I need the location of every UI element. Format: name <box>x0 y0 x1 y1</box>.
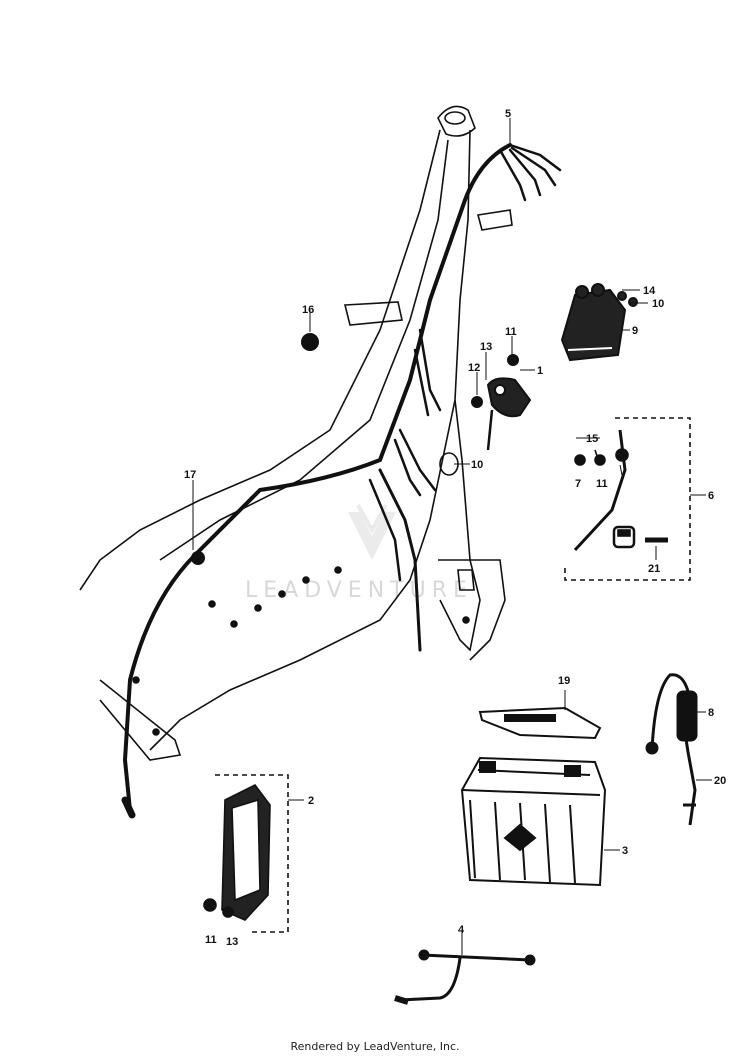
callout-5: 5 <box>505 108 511 120</box>
callout-9: 9 <box>632 325 638 337</box>
callout-11: 11 <box>205 934 217 946</box>
callout-10: 10 <box>471 459 483 471</box>
watermark-text: LEADVENTURE <box>245 578 473 603</box>
callout-19: 19 <box>558 675 570 687</box>
callout-6: 6 <box>708 490 714 502</box>
wiring-harness <box>121 143 562 819</box>
callout-20: 20 <box>714 775 726 787</box>
callout-13: 13 <box>480 341 492 353</box>
callout-11: 11 <box>596 478 608 490</box>
flasher-relay-part <box>560 283 638 362</box>
callout-12: 12 <box>468 362 480 374</box>
part-6-assembly <box>564 417 691 581</box>
starter-relay-part <box>471 354 532 451</box>
callout-14: 14 <box>643 285 656 297</box>
leader-lines <box>192 118 712 955</box>
leadventure-watermark-logo <box>348 504 396 560</box>
fuse-holder-part <box>645 673 698 826</box>
battery-part <box>460 756 607 887</box>
callout-2: 2 <box>308 795 314 807</box>
battery-bracket-part <box>478 706 602 740</box>
lead-wire-part <box>394 949 536 1005</box>
callout-21: 21 <box>648 563 660 575</box>
callout-15: 15 <box>586 433 598 445</box>
callout-7: 7 <box>575 478 581 490</box>
part-2-assembly <box>203 774 289 933</box>
callout-4: 4 <box>458 924 465 936</box>
callout-17: 17 <box>184 469 196 481</box>
callout-8: 8 <box>708 707 714 719</box>
clamp-17 <box>191 551 205 565</box>
callout-11: 11 <box>505 326 517 338</box>
grommet-16 <box>301 333 319 351</box>
callout-13: 13 <box>226 936 238 948</box>
footer-credit: Rendered by LeadVenture, Inc. <box>290 1040 460 1053</box>
frame-drawing <box>79 105 513 761</box>
callout-10: 10 <box>652 298 664 310</box>
callout-1: 1 <box>537 365 543 377</box>
callout-3: 3 <box>622 845 628 857</box>
callout-16: 16 <box>302 304 314 316</box>
